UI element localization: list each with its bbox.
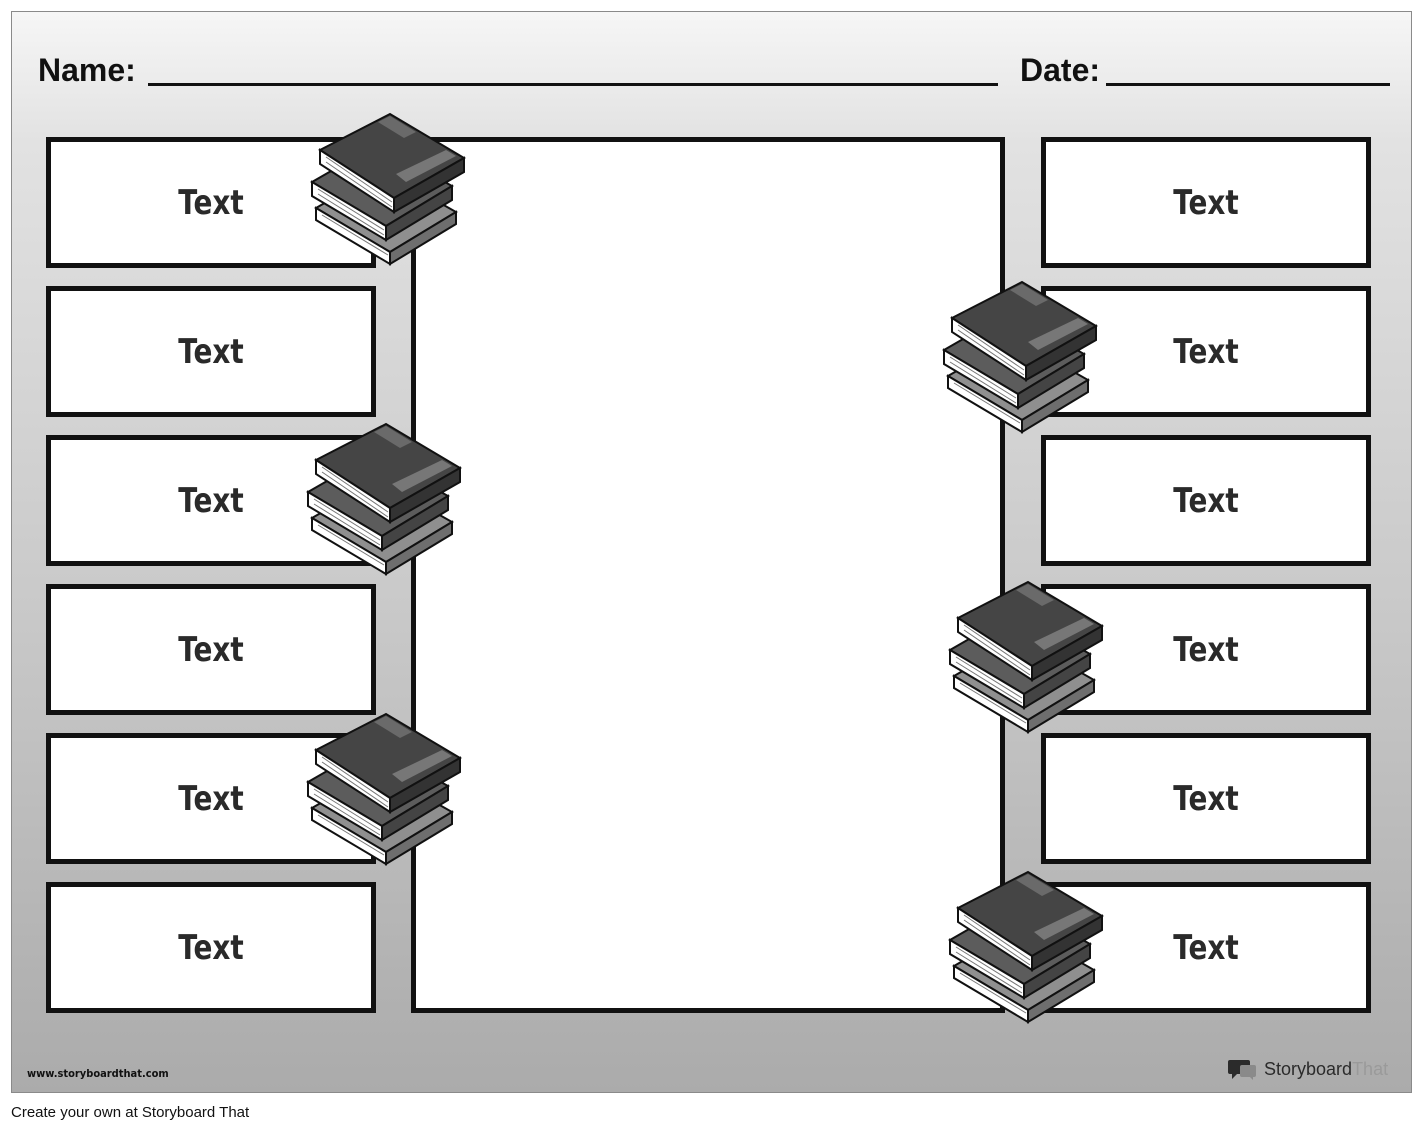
- right-text-box-label: Text: [1173, 480, 1239, 521]
- site-url[interactable]: www.storyboardthat.com: [27, 1067, 169, 1080]
- right-text-box-3[interactable]: Text: [1041, 435, 1371, 566]
- center-writing-panel[interactable]: [411, 137, 1005, 1013]
- left-text-box-4[interactable]: Text: [46, 584, 376, 715]
- left-text-box-label: Text: [178, 778, 244, 819]
- right-text-box-label: Text: [1173, 629, 1239, 670]
- name-label: Name:: [38, 52, 136, 88]
- books-stack-icon: [943, 281, 1097, 433]
- left-text-box-6[interactable]: Text: [46, 882, 376, 1013]
- left-text-box-label: Text: [178, 629, 244, 670]
- books-stack-icon: [307, 423, 461, 575]
- left-text-box-label: Text: [178, 331, 244, 372]
- right-text-box-label: Text: [1173, 927, 1239, 968]
- books-stack-icon: [949, 871, 1103, 1023]
- right-text-box-5[interactable]: Text: [1041, 733, 1371, 864]
- right-text-box-1[interactable]: Text: [1041, 137, 1371, 268]
- right-text-box-label: Text: [1173, 331, 1239, 372]
- worksheet: Name: Date: Text Text Text Text Text Tex…: [11, 11, 1412, 1093]
- name-field[interactable]: [148, 83, 998, 86]
- left-text-box-2[interactable]: Text: [46, 286, 376, 417]
- left-text-box-label: Text: [178, 927, 244, 968]
- right-text-box-label: Text: [1173, 778, 1239, 819]
- books-stack-icon: [949, 581, 1103, 733]
- date-field[interactable]: [1106, 83, 1390, 86]
- books-stack-icon: [307, 713, 461, 865]
- create-your-own-link[interactable]: Create your own at Storyboard That: [11, 1104, 250, 1121]
- brand-name-secondary: That: [1352, 1058, 1389, 1079]
- left-text-box-label: Text: [178, 480, 244, 521]
- left-text-box-label: Text: [178, 182, 244, 223]
- right-text-box-label: Text: [1173, 182, 1239, 223]
- speech-bubble-icon: [1228, 1060, 1256, 1080]
- date-label: Date:: [1020, 52, 1101, 88]
- brand-name-primary: Storyboard: [1264, 1058, 1353, 1079]
- books-stack-icon: [311, 113, 465, 265]
